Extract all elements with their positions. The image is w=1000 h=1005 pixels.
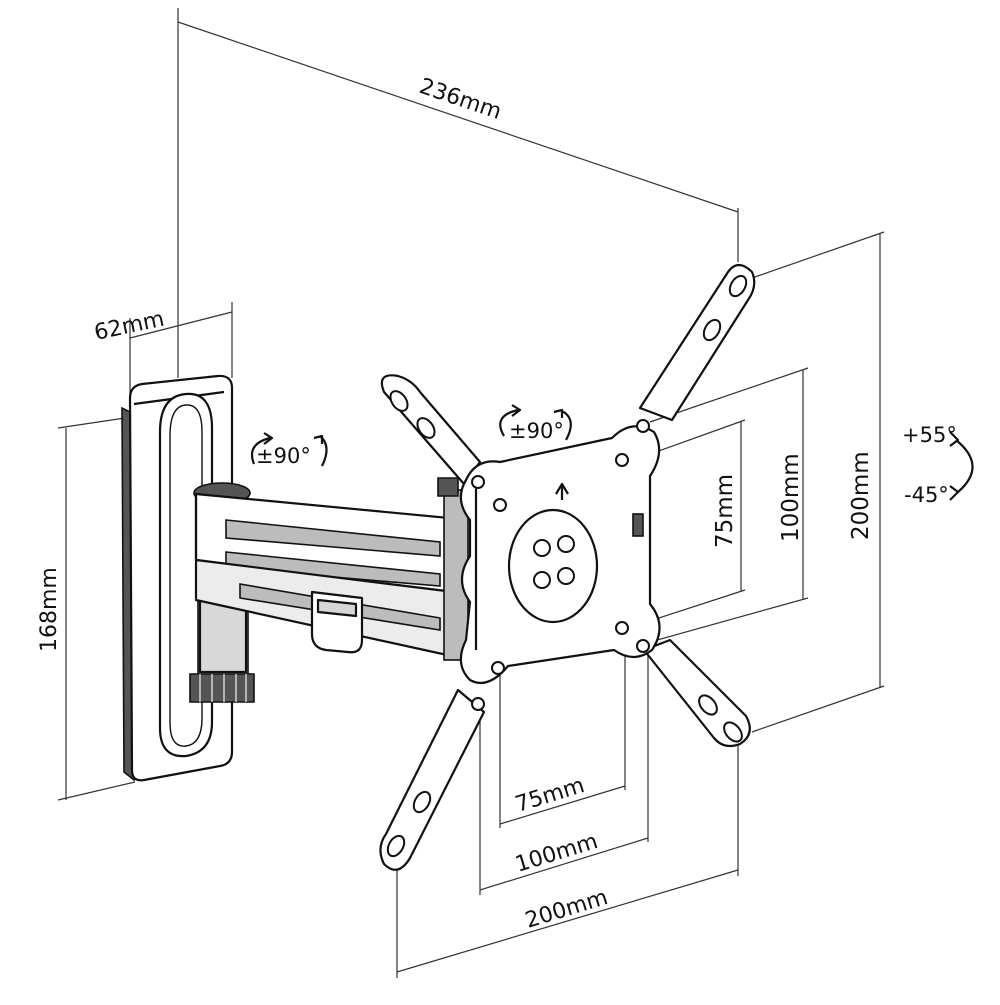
rotation-arrowhead-left-icon [511,404,522,417]
tilt-down-label: -45° [904,483,949,507]
rotation-arrow-left-icon [499,408,519,437]
plate-width-label: 62mm [92,307,167,346]
swivel-arrowhead-right-icon [313,434,324,444]
tilt-arrowhead-down-icon [949,485,960,501]
tilt-arrowhead-up-icon [949,431,960,447]
vesa-horizontal-mid-label: 100mm [512,829,600,878]
tilt-up-label: +55° [902,423,957,447]
plate-height-label: 168mm [37,567,62,652]
vesa-bracket [379,263,756,871]
rotation-label: ±90° [509,419,564,443]
swivel-arrowhead-left-icon [263,432,274,445]
vesa-vertical-large-label: 200mm [848,451,874,540]
swivel-arrow-left-icon [250,436,271,465]
rotation-arrowhead-right-icon [553,408,564,418]
wall-swivel-indicator: ±90° [250,432,328,468]
rotation-indicator: ±90° [499,404,572,443]
tilt-indicator: +55° -45° [902,423,974,507]
wall-swivel-label: ±90° [256,444,311,468]
dimension-lines [57,8,885,978]
tilt-arrow-icon [955,439,974,493]
vesa-horizontal-small-label: 75mm [512,773,587,818]
vesa-vertical-mid-label: 100mm [778,453,804,542]
vesa-horizontal-large-label: 200mm [522,885,610,934]
vesa-vertical-small-label: 75mm [712,474,738,548]
